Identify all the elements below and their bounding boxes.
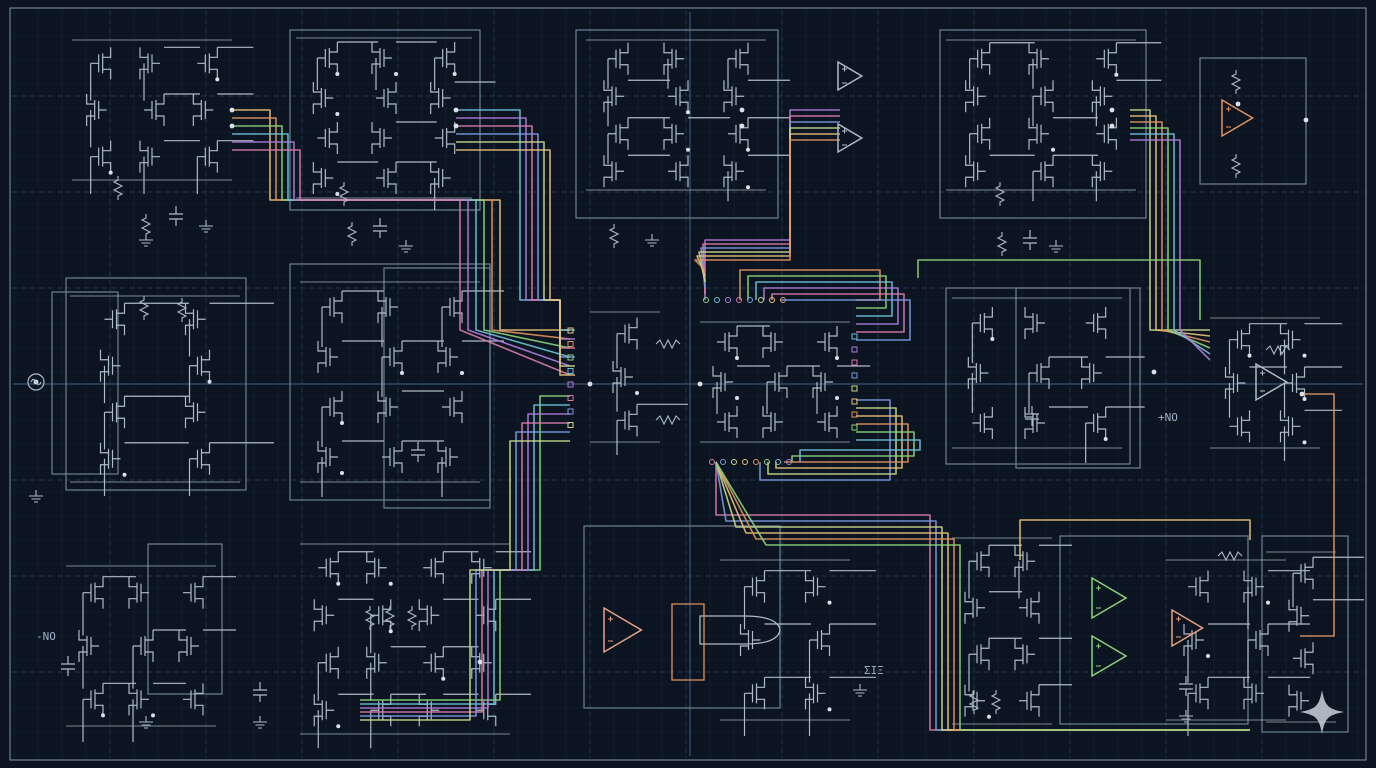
input-right-label: +NO xyxy=(1158,411,1178,424)
output-label: ΣΙΞ xyxy=(864,664,884,677)
circuit-blocks xyxy=(66,37,1364,749)
ac-source-icon xyxy=(27,373,45,391)
input-left-label: -NO xyxy=(36,630,56,643)
outer-frame xyxy=(9,7,1367,761)
discrete-parts xyxy=(29,60,1309,729)
module-frames xyxy=(51,29,1349,733)
signal-buses xyxy=(232,109,1335,731)
sparkle-icon xyxy=(1300,690,1344,734)
